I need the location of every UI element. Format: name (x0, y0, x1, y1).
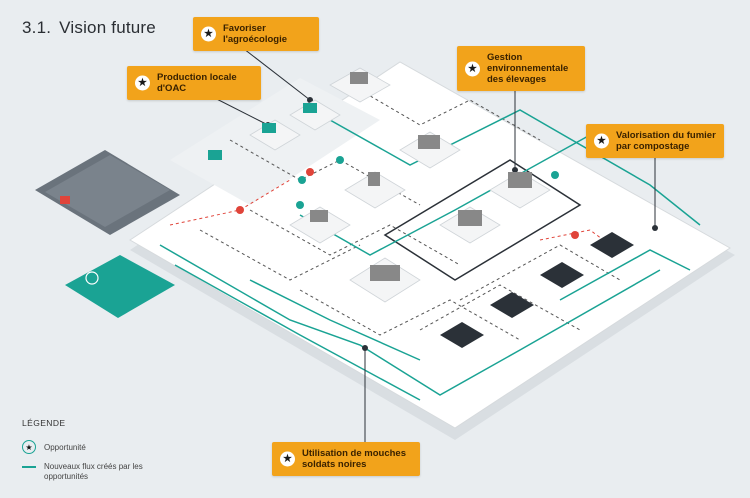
flow-line-icon (22, 466, 36, 468)
callout-mouches-text: Utilisation de mouches soldats noires (302, 448, 406, 470)
legend-opportunity-label: Opportunité (44, 442, 86, 452)
callout-gestion-text: Gestion environnementale des élevages (487, 52, 569, 85)
callout-oac: ★ Production locale d'OAC (127, 66, 261, 100)
callout-agroecologie-text: Favoriser l'agroécologie (223, 23, 288, 45)
page-title: 3.1. Vision future (22, 18, 156, 38)
livestock-zone (383, 159, 582, 281)
callout-agroecologie: ★ Favoriser l'agroécologie (193, 17, 319, 51)
legend-new-flows-label: Nouveaux flux créés par les opportunités (44, 462, 143, 481)
callout-oac-text: Production locale d'OAC (157, 72, 237, 94)
callout-fumier-text: Valorisation du fumier par compostage (616, 130, 716, 152)
section-number: 3.1. (22, 18, 52, 37)
legend: LÉGENDE ★ Opportunité Nouveaux flux créé… (22, 418, 154, 490)
star-icon: ★ (201, 26, 216, 42)
star-icon: ★ (594, 133, 609, 149)
star-icon: ★ (465, 61, 480, 76)
legend-title: LÉGENDE (22, 418, 66, 428)
section-title: Vision future (59, 18, 156, 37)
platform (129, 61, 731, 429)
legend-new-flows: Nouveaux flux créés par les opportunités (22, 462, 154, 482)
star-icon: ★ (280, 451, 295, 467)
callout-fumier: ★ Valorisation du fumier par compostage (586, 124, 724, 158)
callout-mouches: ★ Utilisation de mouches soldats noires (272, 442, 420, 476)
star-icon: ★ (135, 75, 150, 91)
callout-gestion: ★ Gestion environnementale des élevages (457, 46, 585, 91)
star-icon: ★ (22, 440, 36, 454)
legend-opportunity: ★ Opportunité (22, 440, 154, 454)
opportunity-panel (65, 255, 175, 318)
